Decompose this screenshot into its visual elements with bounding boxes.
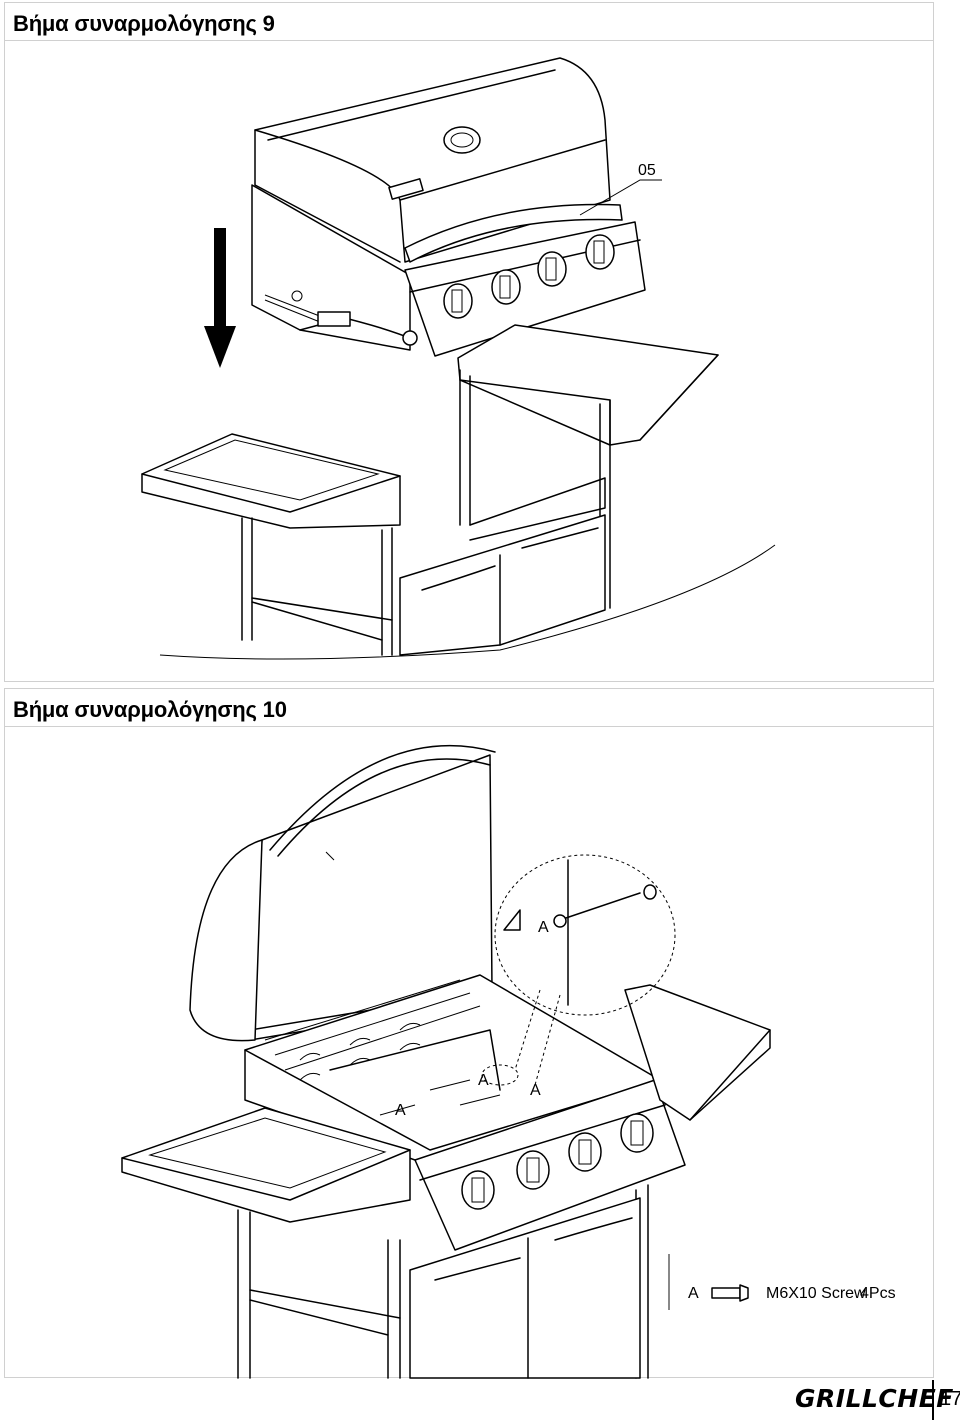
grill-head: [251, 57, 646, 357]
down-arrow-icon: [204, 228, 236, 368]
step-10-header: Βήμα συναρμολόγησης 10: [5, 689, 933, 727]
step-10-illustration: A A A A A M6X10 Screw 4Pcs: [121, 745, 896, 1379]
grill-lid-open: [189, 745, 496, 1042]
page-number: 17: [940, 1388, 960, 1410]
footer-divider: [932, 1380, 934, 1420]
step-9-panel: Βήμα συναρμολόγησης 9: [4, 2, 934, 682]
screw-callout: A: [494, 854, 676, 1086]
screw-label: A: [530, 1082, 541, 1099]
step-9-title: Βήμα συναρμολόγησης 9: [13, 11, 275, 36]
grill-cart: [141, 324, 776, 660]
brand-logo: GRILLCHEF: [795, 1384, 954, 1413]
legend-description: M6X10 Screw: [766, 1285, 866, 1302]
callout-label: A: [538, 919, 549, 936]
step-9-header: Βήμα συναρμολόγησης 9: [5, 3, 933, 41]
legend-quantity: 4Pcs: [860, 1285, 896, 1302]
step-10-title: Βήμα συναρμολόγησης 10: [13, 697, 287, 722]
legend-key: A: [688, 1285, 699, 1302]
step-9-illustration: 05: [141, 57, 776, 660]
part-label-05: 05: [638, 162, 656, 179]
side-shelves: [121, 984, 771, 1223]
screw-icon: [711, 1284, 749, 1302]
control-panel: [414, 1079, 686, 1251]
grill-cart-base: [237, 1184, 649, 1379]
legend-divider: [668, 1254, 670, 1310]
screw-label: A: [395, 1102, 406, 1119]
screw-label: A: [478, 1072, 489, 1089]
